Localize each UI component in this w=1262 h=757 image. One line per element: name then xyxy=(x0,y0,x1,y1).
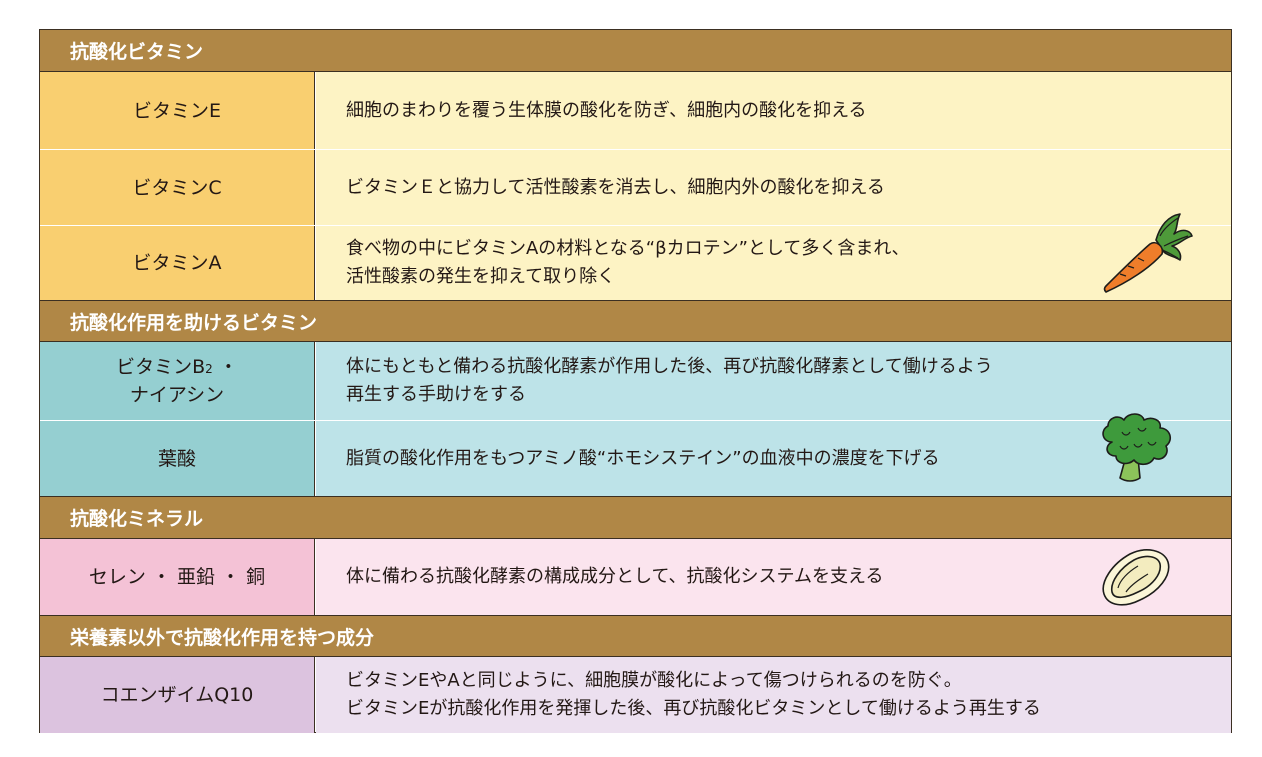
row-desc-vitamin-e: 細胞のまわりを覆う生体膜の酸化を防ぎ、細胞内の酸化を抑える xyxy=(316,72,1231,149)
section-header-antioxidant-vitamins: 抗酸化ビタミン xyxy=(40,30,1231,71)
row-name-vitamin-e: ビタミンE xyxy=(40,72,315,149)
section-header-antioxidant-minerals: 抗酸化ミネラル xyxy=(40,497,1231,538)
section-title: 抗酸化ミネラル xyxy=(70,508,204,530)
row-desc-minerals: 体に備わる抗酸化酵素の構成成分として、抗酸化システムを支える xyxy=(316,539,1231,615)
row-desc-coenzyme-q10: ビタミンEやAと同じように、細胞膜が酸化によって傷つけられるのを防ぐ。 ビタミン… xyxy=(316,657,1231,733)
section-header-helper-vitamins: 抗酸化作用を助けるビタミン xyxy=(40,301,1231,341)
row-desc-vitamin-a: 食べ物の中にビタミンAの材料となる“βカロテン”として多く含まれ、 活性酸素の発… xyxy=(316,226,1231,300)
section-title: 栄養素以外で抗酸化作用を持つ成分 xyxy=(70,626,375,649)
row-desc-folic-acid: 脂質の酸化作用をもつアミノ酸“ホモシステイン”の血液中の濃度を下げる xyxy=(316,421,1231,496)
row-name-vitamin-c: ビタミンC xyxy=(40,150,315,225)
section-title: 抗酸化作用を助けるビタミン xyxy=(70,311,318,334)
row-name-folic-acid: 葉酸 xyxy=(40,421,315,496)
broccoli-icon xyxy=(1102,413,1172,482)
oyster-icon xyxy=(1102,549,1170,606)
section-title: 抗酸化ビタミン xyxy=(70,41,204,63)
row-name-vitamin-a: ビタミンA xyxy=(40,226,315,300)
row-desc-b2-niacin: 体にもともと備わる抗酸化酵素が作用した後、再び抗酸化酵素として働けるよう 再生す… xyxy=(316,342,1231,420)
row-name-b2-niacin: ビタミンB2 ・ ナイアシン xyxy=(40,342,315,420)
section-header-non-nutrient: 栄養素以外で抗酸化作用を持つ成分 xyxy=(40,616,1231,656)
antioxidant-table: 抗酸化ビタミン ビタミンE 細胞のまわりを覆う生体膜の酸化を防ぎ、細胞内の酸化を… xyxy=(39,29,1232,733)
carrot-icon xyxy=(1103,213,1193,293)
row-name-minerals: セレン ・ 亜鉛 ・ 銅 xyxy=(40,539,315,615)
row-name-coenzyme-q10: コエンザイムQ10 xyxy=(40,657,315,733)
row-desc-vitamin-c: ビタミンＥと協力して活性酸素を消去し、細胞内外の酸化を抑える xyxy=(316,150,1231,225)
